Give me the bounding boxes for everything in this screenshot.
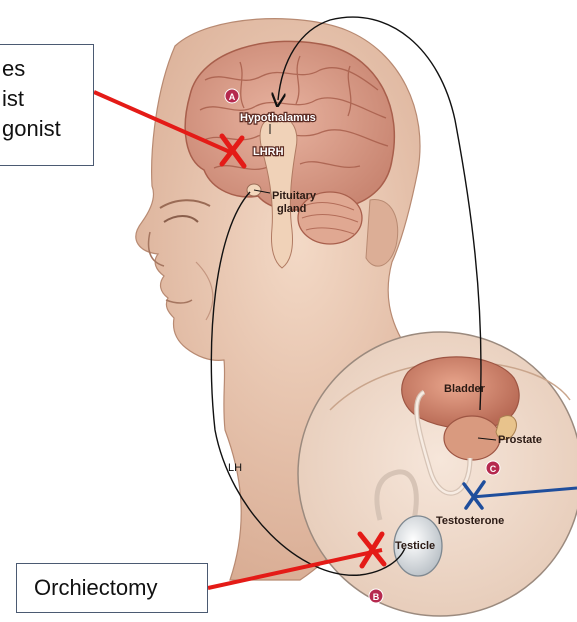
label-pituitary-line2: gland [277,203,306,215]
svg-text:A: A [229,92,236,102]
label-lhrh: LHRH [253,146,284,158]
lhrh-agonist-antagonist-callout: es ist gonist [0,44,94,166]
label-pituitary-line1: Pituitary [272,190,317,202]
label-lh: LH [228,462,242,474]
label-testicle: Testicle [395,540,435,552]
orchiectomy-callout: Orchiectomy [16,563,208,613]
label-prostate: Prostate [498,434,542,446]
marker-b: B [369,589,383,603]
marker-c: C [486,461,500,475]
callout-left-line-2: ist [2,84,93,114]
label-hypothalamus: Hypothalamus [240,112,316,124]
label-testosterone: Testosterone [436,515,504,527]
callout-left-line-3: gonist [2,114,93,144]
orchiectomy-label: Orchiectomy [34,575,157,600]
label-bladder: Bladder [444,383,486,395]
svg-text:B: B [373,592,380,602]
marker-a: A [225,89,239,103]
prostate [444,416,500,460]
svg-text:C: C [490,464,497,474]
callout-left-line-1: es [2,54,93,84]
